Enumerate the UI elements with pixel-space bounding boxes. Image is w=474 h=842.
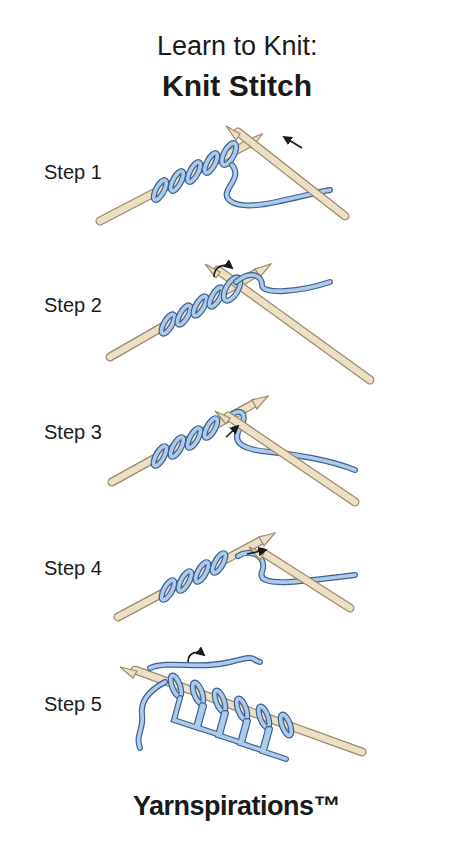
brand-logo: Yarnspirations™ [133, 791, 340, 822]
step-label: Step 5 [44, 693, 102, 716]
subtitle: Knit Stitch [162, 69, 312, 103]
step-3-figure [112, 396, 355, 502]
step-2-figure [110, 264, 370, 380]
step-label: Step 2 [44, 294, 102, 317]
step-1-figure [100, 126, 345, 221]
title: Learn to Knit: [157, 31, 318, 62]
step-4-figure [118, 533, 355, 617]
step-label: Step 4 [44, 557, 102, 580]
step-label: Step 3 [44, 421, 102, 444]
step-label: Step 1 [44, 161, 102, 184]
step-5-figure [120, 652, 362, 759]
